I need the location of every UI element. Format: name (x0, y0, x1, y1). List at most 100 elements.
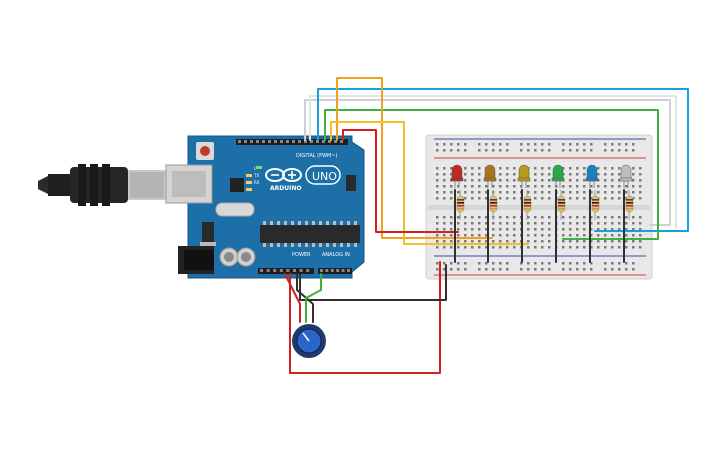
rail-hole[interactable] (478, 268, 481, 271)
breadboard-hole[interactable] (506, 228, 509, 231)
rail-hole[interactable] (499, 149, 502, 152)
breadboard-hole[interactable] (436, 185, 439, 188)
breadboard-hole[interactable] (597, 216, 600, 219)
rail-hole[interactable] (611, 149, 614, 152)
breadboard-hole[interactable] (464, 197, 467, 200)
breadboard-hole[interactable] (436, 222, 439, 225)
rail-hole[interactable] (478, 262, 481, 265)
rail-hole[interactable] (548, 143, 551, 146)
breadboard-hole[interactable] (478, 167, 481, 170)
breadboard-hole[interactable] (478, 179, 481, 182)
rail-hole[interactable] (611, 262, 614, 265)
breadboard-hole[interactable] (471, 167, 474, 170)
rail-hole[interactable] (562, 143, 565, 146)
breadboard-hole[interactable] (569, 240, 572, 243)
breadboard-hole[interactable] (534, 216, 537, 219)
rail-hole[interactable] (520, 149, 523, 152)
header-pin[interactable] (244, 140, 247, 143)
header-pin[interactable] (330, 269, 334, 272)
breadboard-hole[interactable] (513, 185, 516, 188)
breadboard-hole[interactable] (478, 228, 481, 231)
rail-hole[interactable] (492, 149, 495, 152)
breadboard-hole[interactable] (625, 240, 628, 243)
header-pin[interactable] (316, 140, 319, 143)
breadboard-hole[interactable] (541, 240, 544, 243)
rail-hole[interactable] (618, 149, 621, 152)
breadboard-hole[interactable] (639, 191, 642, 194)
breadboard-hole[interactable] (639, 167, 642, 170)
breadboard-hole[interactable] (513, 234, 516, 237)
breadboard-hole[interactable] (569, 167, 572, 170)
breadboard-hole[interactable] (478, 173, 481, 176)
header-pin[interactable] (256, 140, 259, 143)
breadboard-hole[interactable] (583, 185, 586, 188)
breadboard-hole[interactable] (443, 191, 446, 194)
rail-hole[interactable] (436, 268, 439, 271)
header-pin[interactable] (262, 140, 265, 143)
breadboard-hole[interactable] (548, 228, 551, 231)
header-pin[interactable] (340, 140, 343, 143)
breadboard-hole[interactable] (485, 246, 488, 249)
led-white-icon[interactable] (619, 164, 633, 188)
header-pin[interactable] (298, 140, 301, 143)
breadboard-hole[interactable] (583, 222, 586, 225)
breadboard-hole[interactable] (499, 191, 502, 194)
rail-hole[interactable] (485, 262, 488, 265)
breadboard-hole[interactable] (569, 191, 572, 194)
rail-hole[interactable] (520, 262, 523, 265)
breadboard-hole[interactable] (464, 185, 467, 188)
breadboard-hole[interactable] (471, 185, 474, 188)
rail-hole[interactable] (625, 268, 628, 271)
header-pin[interactable] (238, 140, 241, 143)
breadboard-hole[interactable] (639, 197, 642, 200)
breadboard-hole[interactable] (569, 228, 572, 231)
breadboard-hole[interactable] (569, 197, 572, 200)
breadboard-hole[interactable] (597, 167, 600, 170)
rail-hole[interactable] (464, 143, 467, 146)
breadboard-hole[interactable] (611, 167, 614, 170)
breadboard-hole[interactable] (471, 179, 474, 182)
rail-hole[interactable] (457, 149, 460, 152)
header-pin[interactable] (280, 140, 283, 143)
breadboard-hole[interactable] (443, 228, 446, 231)
breadboard-hole[interactable] (464, 240, 467, 243)
breadboard-hole[interactable] (576, 179, 579, 182)
rail-hole[interactable] (590, 143, 593, 146)
breadboard-hole[interactable] (478, 240, 481, 243)
breadboard-hole[interactable] (492, 246, 495, 249)
breadboard-hole[interactable] (506, 246, 509, 249)
breadboard-hole[interactable] (527, 216, 530, 219)
breadboard-hole[interactable] (639, 234, 642, 237)
rail-hole[interactable] (576, 149, 579, 152)
breadboard-hole[interactable] (611, 240, 614, 243)
breadboard-hole[interactable] (632, 173, 635, 176)
resistor-icon[interactable] (456, 190, 465, 220)
breadboard-hole[interactable] (527, 240, 530, 243)
breadboard-hole[interactable] (513, 197, 516, 200)
rail-hole[interactable] (492, 268, 495, 271)
breadboard-hole[interactable] (527, 191, 530, 194)
breadboard-hole[interactable] (499, 173, 502, 176)
rail-hole[interactable] (534, 143, 537, 146)
breadboard-hole[interactable] (506, 222, 509, 225)
rail-hole[interactable] (541, 149, 544, 152)
rail-hole[interactable] (618, 143, 621, 146)
rail-hole[interactable] (632, 149, 635, 152)
rail-hole[interactable] (534, 149, 537, 152)
breadboard-hole[interactable] (464, 246, 467, 249)
breadboard-hole[interactable] (576, 191, 579, 194)
breadboard-hole[interactable] (457, 191, 460, 194)
breadboard-hole[interactable] (583, 228, 586, 231)
breadboard-hole[interactable] (611, 222, 614, 225)
breadboard-hole[interactable] (471, 228, 474, 231)
breadboard-hole[interactable] (569, 222, 572, 225)
breadboard-hole[interactable] (604, 234, 607, 237)
breadboard-hole[interactable] (632, 222, 635, 225)
breadboard-hole[interactable] (492, 228, 495, 231)
breadboard-hole[interactable] (632, 216, 635, 219)
breadboard-hole[interactable] (436, 173, 439, 176)
breadboard-hole[interactable] (611, 228, 614, 231)
breadboard-hole[interactable] (513, 167, 516, 170)
breadboard-hole[interactable] (548, 167, 551, 170)
breadboard-hole[interactable] (534, 234, 537, 237)
